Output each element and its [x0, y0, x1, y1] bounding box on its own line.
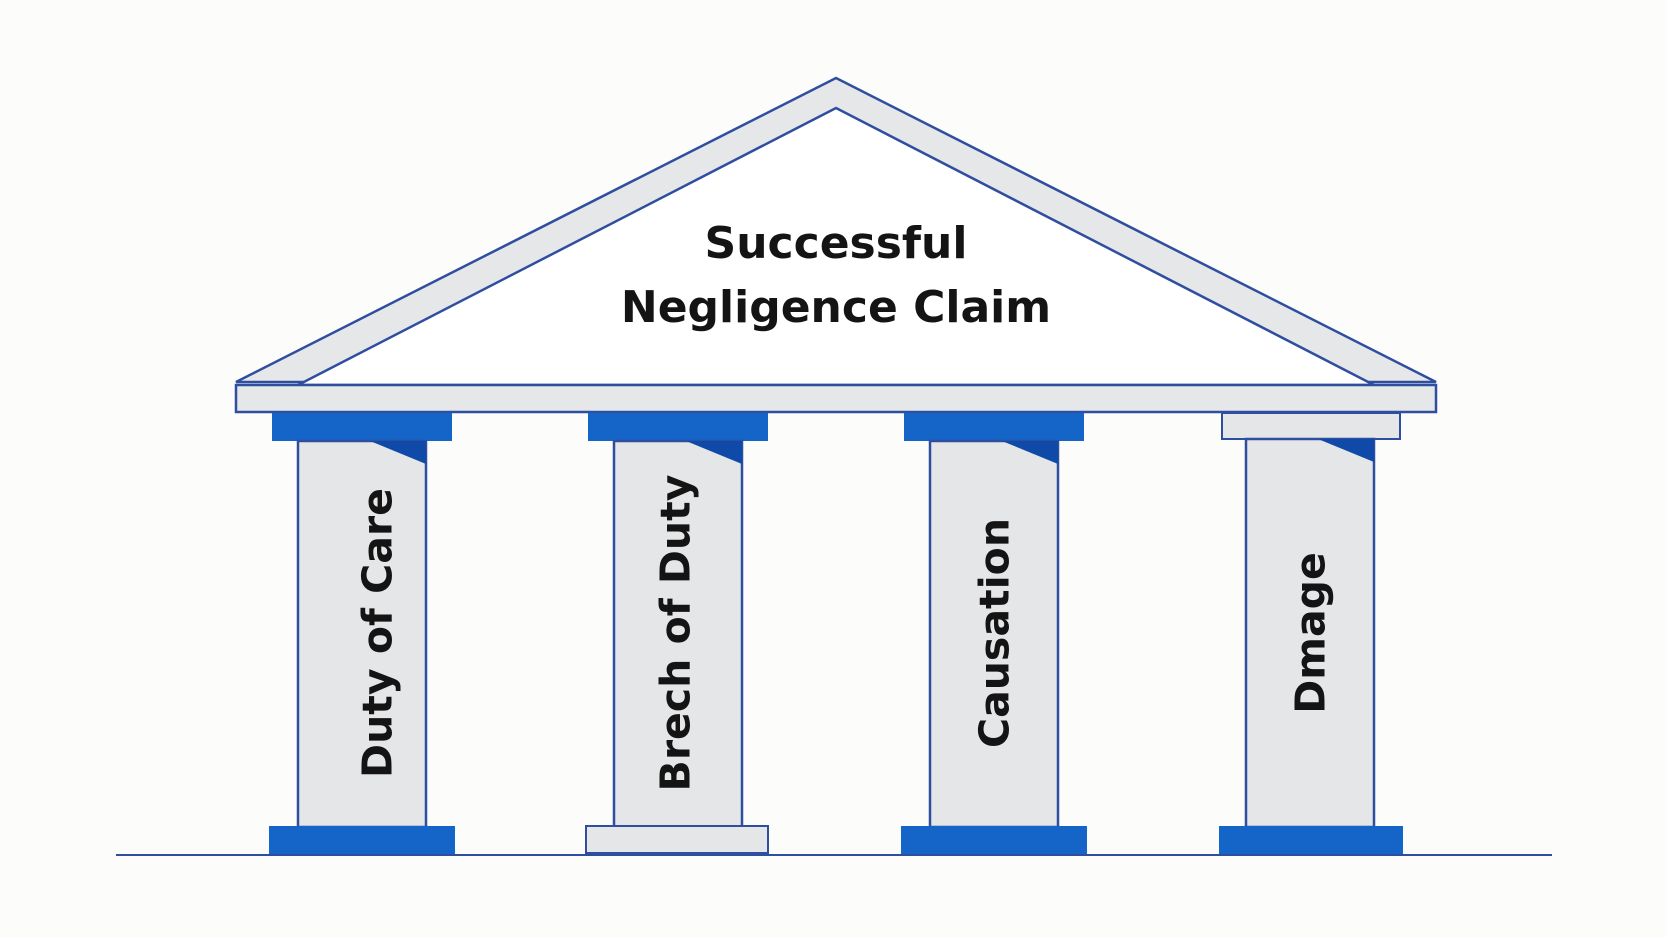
pillar-shaft [928, 439, 1060, 829]
pillar-label: Causation [970, 518, 1018, 748]
roof: Successful Negligence Claim [234, 76, 1438, 414]
pillar-capital [272, 413, 452, 441]
pillar-shading [686, 441, 742, 464]
pillar-shaft [1244, 437, 1376, 829]
pillar-label: Duty of Care [353, 488, 401, 778]
roof-cornice [234, 383, 1438, 414]
pillar-capital [588, 413, 768, 441]
pillar-damage: Dmage [1219, 412, 1403, 856]
pillar-capital [1221, 412, 1401, 440]
pillar-base [585, 825, 769, 854]
pillar-shading [1318, 439, 1374, 462]
pillar-base [901, 826, 1087, 856]
pillar-label: Brech of Duty [651, 475, 699, 792]
pillar-base [269, 826, 455, 856]
roof-title-line-1: Successful [705, 218, 968, 269]
pillar-duty-of-care: Duty of Care [269, 413, 455, 856]
pillar-causation: Causation [901, 413, 1087, 856]
pillar-capital [904, 413, 1084, 441]
pillar-shaft [296, 439, 428, 829]
pillar-shading [1002, 441, 1058, 464]
roof-title-line-2: Negligence Claim [621, 282, 1051, 333]
pillar-breach-of-duty: Brech of Duty [585, 413, 769, 854]
pillar-shading [370, 441, 426, 464]
pillar-base [1219, 826, 1403, 856]
pillar-label: Dmage [1286, 552, 1334, 714]
